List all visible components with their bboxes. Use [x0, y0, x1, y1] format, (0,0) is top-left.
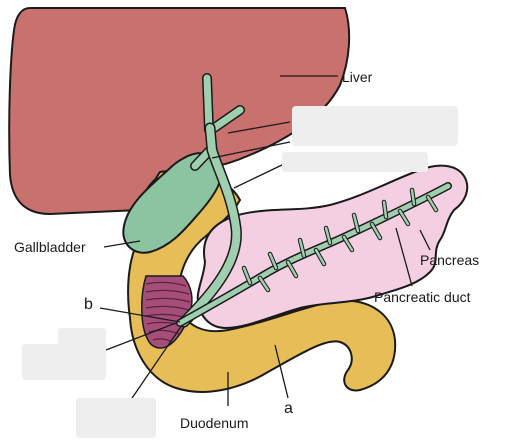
hidden-label-box-1[interactable] — [292, 106, 458, 146]
duodenum-shape — [127, 169, 397, 393]
label-pancreas: Pancreas — [420, 252, 479, 268]
hidden-label-masks — [22, 106, 458, 438]
sphincter-rings — [145, 281, 191, 343]
label-liver: Liver — [342, 69, 373, 85]
hidden-label-box-3[interactable] — [58, 328, 106, 346]
pancreatic-duct — [176, 182, 452, 327]
label-gallbladder: Gallbladder — [14, 239, 86, 255]
hidden-label-box-4[interactable] — [22, 344, 106, 380]
marker-a: a — [284, 400, 293, 417]
hidden-label-box-5[interactable] — [76, 398, 156, 438]
leader-lines — [99, 75, 431, 406]
bile-ducts — [178, 73, 245, 328]
marker-b: b — [84, 296, 93, 313]
label-duodenum: Duodenum — [180, 415, 249, 431]
hidden-label-box-2[interactable] — [282, 152, 428, 172]
label-pancreatic-duct: Pancreatic duct — [374, 289, 471, 305]
